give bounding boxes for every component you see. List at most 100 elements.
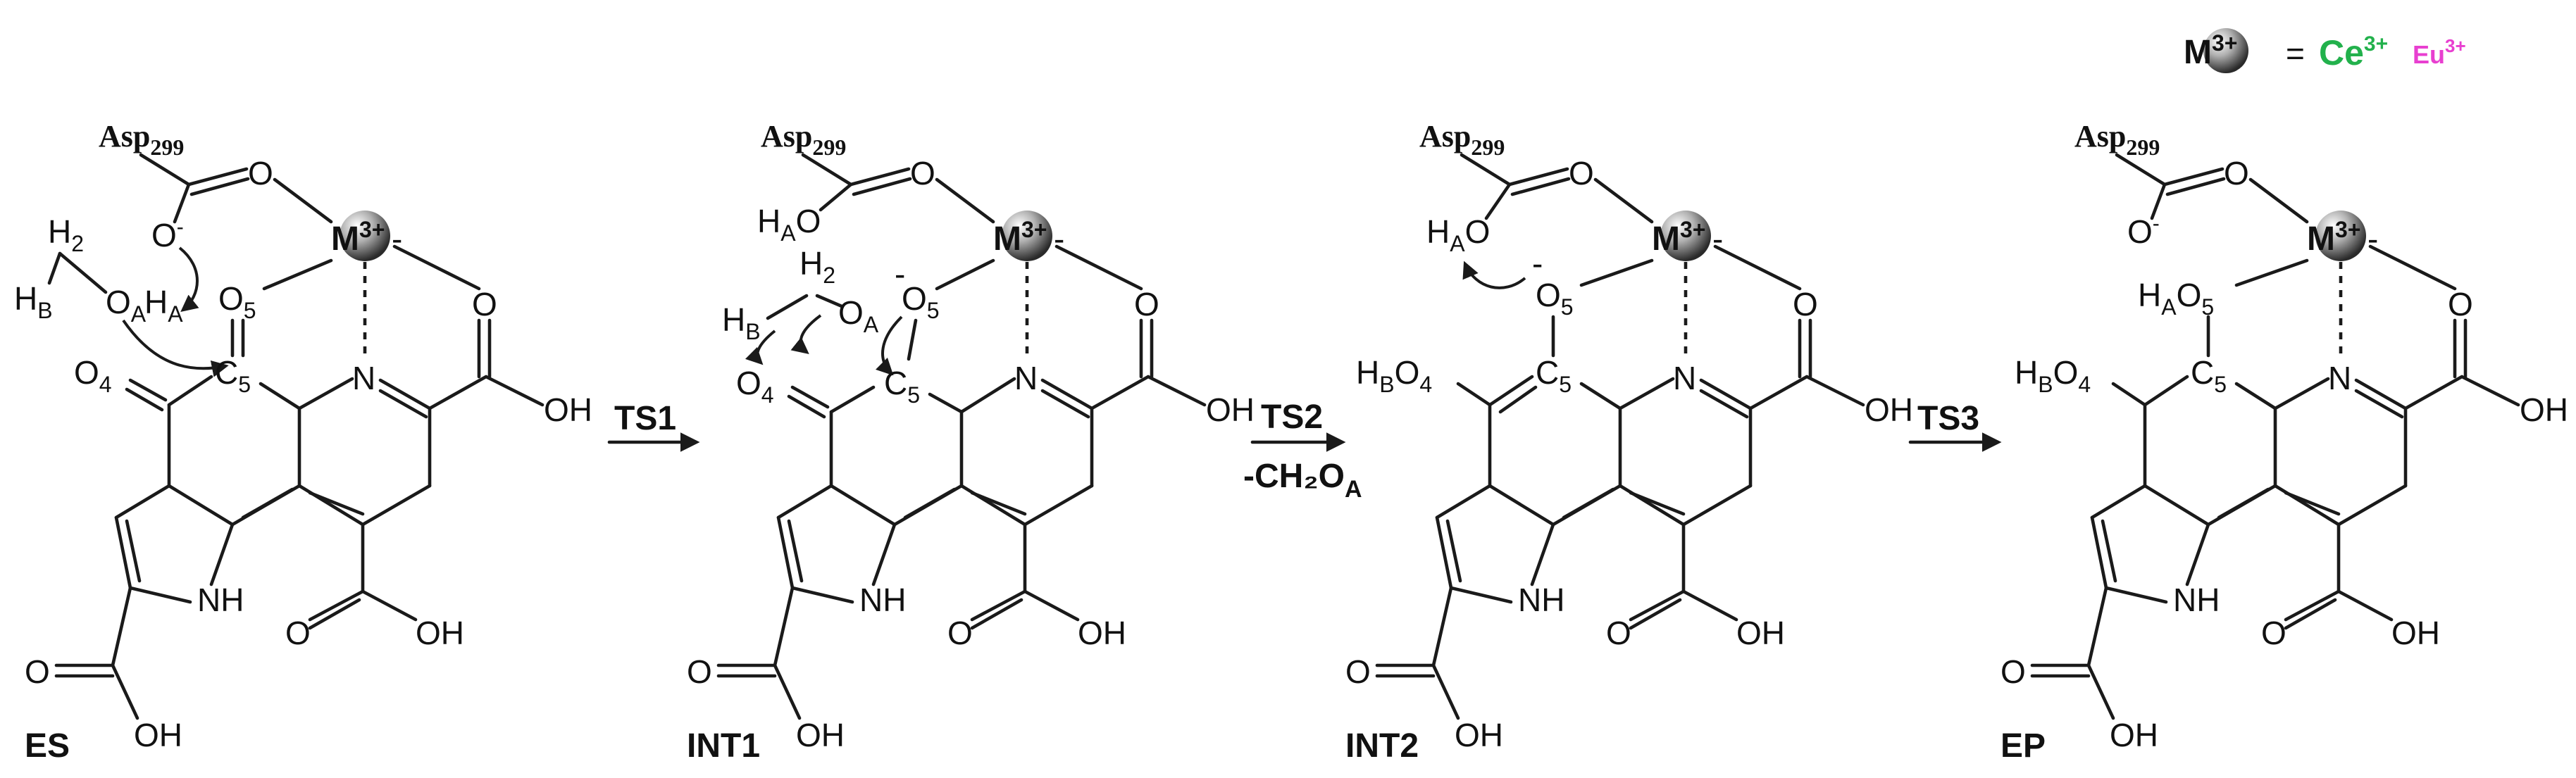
acid2-o: O: [947, 615, 973, 651]
legend: M3+ = Ce3+ Eu3+: [2184, 28, 2466, 73]
hb-o4-label: HBO4: [2015, 354, 2091, 397]
c5-label: C5: [2191, 354, 2227, 397]
metal-label: M3+: [993, 217, 1047, 258]
asp-o-carbonyl: O: [248, 155, 273, 192]
structure-int2: Asp299 O HAO M3+ - - O5 C5 HBO4 N O: [1345, 119, 1913, 765]
acid2-o: O: [285, 615, 311, 651]
metal-label: M3+: [331, 217, 385, 258]
curly-arrow-1: [178, 246, 199, 313]
acid3-oh: OH: [2110, 717, 2158, 753]
asp-label: Asp299: [1419, 119, 1505, 160]
nh-label: NH: [2173, 582, 2220, 618]
structure-label-int1: INT1: [687, 727, 760, 765]
asp-o-carbonyl: O: [910, 155, 935, 192]
acid3-oh: OH: [1455, 717, 1503, 753]
ha-o-label: HAO: [757, 203, 821, 246]
o5-minus: -: [1532, 245, 1543, 282]
hb-o4-label: HBO4: [1356, 354, 1432, 397]
asp-o-minus: O-: [151, 215, 184, 253]
legend-eu: Eu3+: [2413, 35, 2466, 69]
legend-equals: =: [2286, 35, 2305, 72]
o5-minus: -: [895, 256, 905, 292]
acid-oh: OH: [2520, 391, 2568, 428]
ts1-label: TS1: [614, 400, 676, 437]
metal-sphere-icon: [2315, 211, 2366, 261]
legend-ce: Ce3+: [2319, 32, 2388, 73]
ts3-label: TS3: [1917, 400, 1979, 437]
acid-o: O: [1134, 286, 1159, 322]
acid3-oh: OH: [134, 717, 182, 753]
acid-o: O: [472, 286, 497, 322]
ts2-sublabel: -CH₂OA: [1243, 458, 1362, 503]
n-label: N: [2328, 360, 2351, 396]
nh-label: NH: [197, 582, 244, 618]
asp-o-carbonyl: O: [1569, 155, 1594, 192]
curly-arrow-3: [875, 315, 903, 376]
acid3-o: O: [687, 653, 712, 690]
legend-metal-symbol-overlay: M3+: [2184, 30, 2237, 71]
asp-label: Asp299: [99, 119, 184, 160]
asp-label: Asp299: [761, 119, 846, 160]
hb-label: HB: [14, 280, 53, 323]
acid2-o: O: [2261, 615, 2286, 651]
curly-arrow-1: [1462, 261, 1526, 289]
structure-label-ep: EP: [2001, 727, 2046, 765]
step-arrow-ts2: TS2 -CH₂OA: [1243, 399, 1362, 503]
metal-label: M3+: [1652, 217, 1705, 258]
c5-label: C5: [1536, 354, 1572, 397]
metal-dot: -: [2367, 220, 2378, 257]
h2-label: H2: [799, 245, 835, 288]
metal-sphere-icon: [1002, 211, 1052, 261]
acid3-oh: OH: [796, 717, 845, 753]
metal-dot: -: [1712, 220, 1723, 257]
o5-label: O5: [902, 280, 940, 323]
acid2-oh: OH: [416, 615, 464, 651]
curly-arrow-2: [122, 319, 229, 377]
asp-o-carbonyl: O: [2224, 155, 2249, 192]
oa-label: OA: [838, 294, 879, 337]
acid3-o: O: [2001, 653, 2026, 690]
o4-label: O4: [74, 354, 112, 397]
acid-o: O: [2448, 286, 2473, 322]
acid-oh: OH: [544, 391, 592, 428]
nh-label: NH: [859, 582, 906, 618]
acid-oh: OH: [1865, 391, 1913, 428]
ts2-label: TS2: [1261, 399, 1323, 436]
o4-label: O4: [736, 365, 774, 408]
structure-es: Asp299 O O- M3+ - H2 HB OA HA O5 C5 O4: [14, 119, 592, 765]
step-arrow-ts3: TS3: [1908, 400, 2002, 452]
n-label: N: [1673, 360, 1696, 396]
nh-label: NH: [1518, 582, 1564, 618]
hb-label: HB: [722, 301, 761, 344]
n-label: N: [1014, 360, 1038, 396]
o5-label: O5: [218, 280, 256, 323]
asp-label: Asp299: [2074, 119, 2160, 160]
ha-label: HA: [144, 284, 183, 327]
acid-o: O: [1793, 286, 1818, 322]
metal-sphere-icon: [340, 211, 390, 261]
structure-label-es: ES: [25, 727, 70, 765]
c5-label: C5: [884, 365, 920, 408]
metal-label: M3+: [2307, 217, 2360, 258]
step-arrow-ts1: TS1: [607, 400, 700, 452]
acid-oh: OH: [1206, 391, 1255, 428]
h2-label: H2: [48, 213, 84, 256]
curly-arrow-1: [790, 314, 822, 355]
ha-o5-label: HAO5: [2138, 277, 2214, 320]
asp-o-minus: O-: [2127, 212, 2160, 250]
metal-dot: -: [1054, 220, 1064, 257]
o5-label: O5: [1536, 277, 1574, 320]
structure-label-int2: INT2: [1345, 727, 1419, 765]
acid3-o: O: [25, 653, 50, 690]
acid2-o: O: [1606, 615, 1631, 651]
oa-label: OA: [106, 284, 147, 327]
acid2-oh: OH: [2391, 615, 2440, 651]
ha-o-label: HAO: [1426, 213, 1490, 256]
acid2-oh: OH: [1078, 615, 1126, 651]
curly-arrow-2: [745, 330, 776, 365]
structure-int1: Asp299 O HAO M3+ - H2 HB OA O5 - C5 O4 N: [687, 119, 1255, 765]
structure-ep: Asp299 O O- M3+ - HAO5 C5 HBO4 N O OH: [2001, 119, 2568, 765]
metal-dot: -: [392, 220, 402, 257]
acid3-o: O: [1345, 653, 1371, 690]
